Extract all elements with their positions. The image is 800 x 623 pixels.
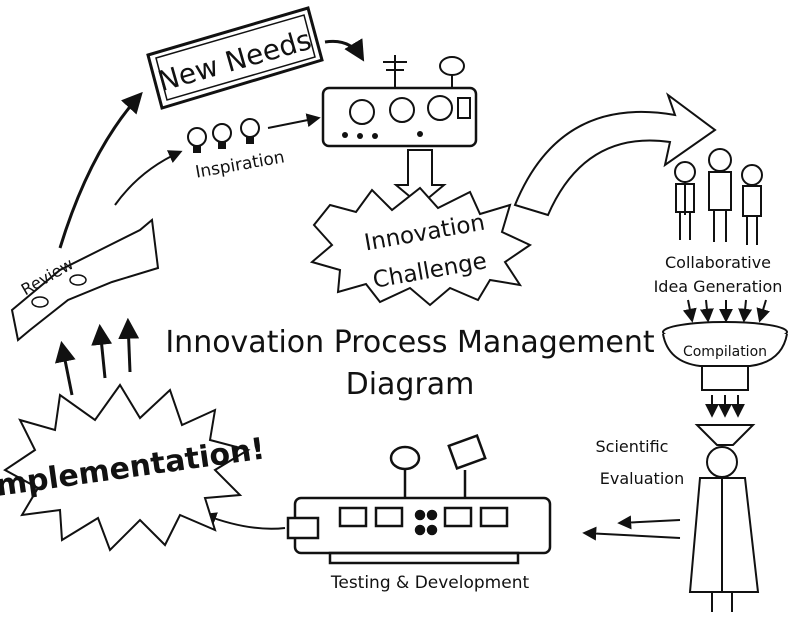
compilation-funnel-icon: Compilation: [662, 321, 788, 391]
arrows-implementation-to-review: [54, 317, 140, 396]
analysis-machine-icon: [321, 55, 478, 148]
idea-arrows: [682, 299, 770, 323]
innovation-challenge-burst: Innovation Challenge: [309, 186, 533, 307]
arrow-challenge-to-team: [513, 92, 717, 217]
arrow-eval-to-testing-1: [617, 515, 681, 530]
diagram-title: Innovation Process Management Diagram: [150, 322, 670, 406]
idea-generation-label: Idea Generation: [654, 277, 783, 296]
collaborative-label: Collaborative: [665, 253, 771, 272]
arrow-machine-to-challenge: [393, 149, 447, 207]
team-people-icon: [674, 148, 763, 245]
arrow-eval-to-testing-2: [582, 526, 681, 541]
testing-machine-icon: [286, 433, 552, 565]
arrow-needs-to-machine: [324, 38, 365, 62]
inspiration-label: Inspiration: [194, 147, 286, 182]
arrow-testing-to-implementation: [202, 512, 286, 530]
implementation-burst: Implementation!: [0, 383, 267, 552]
testing-label: Testing & Development: [330, 573, 530, 593]
review-banner: Review: [10, 218, 160, 342]
title-line-2: Diagram: [345, 367, 475, 402]
compilation-label: Compilation: [683, 344, 767, 360]
new-needs-sign: New Needs: [146, 6, 324, 110]
lightbulbs-icon: [187, 118, 260, 153]
arrow-review-to-inspiration: [114, 150, 183, 206]
evaluation-label: Evaluation: [600, 469, 684, 488]
scientific-label: Scientific: [596, 437, 669, 456]
arrow-review-to-new-needs: [58, 91, 143, 249]
arrow-inspiration-to-machine: [267, 113, 321, 129]
title-line-1: Innovation Process Management: [165, 325, 655, 360]
scientist-icon: [688, 424, 760, 612]
